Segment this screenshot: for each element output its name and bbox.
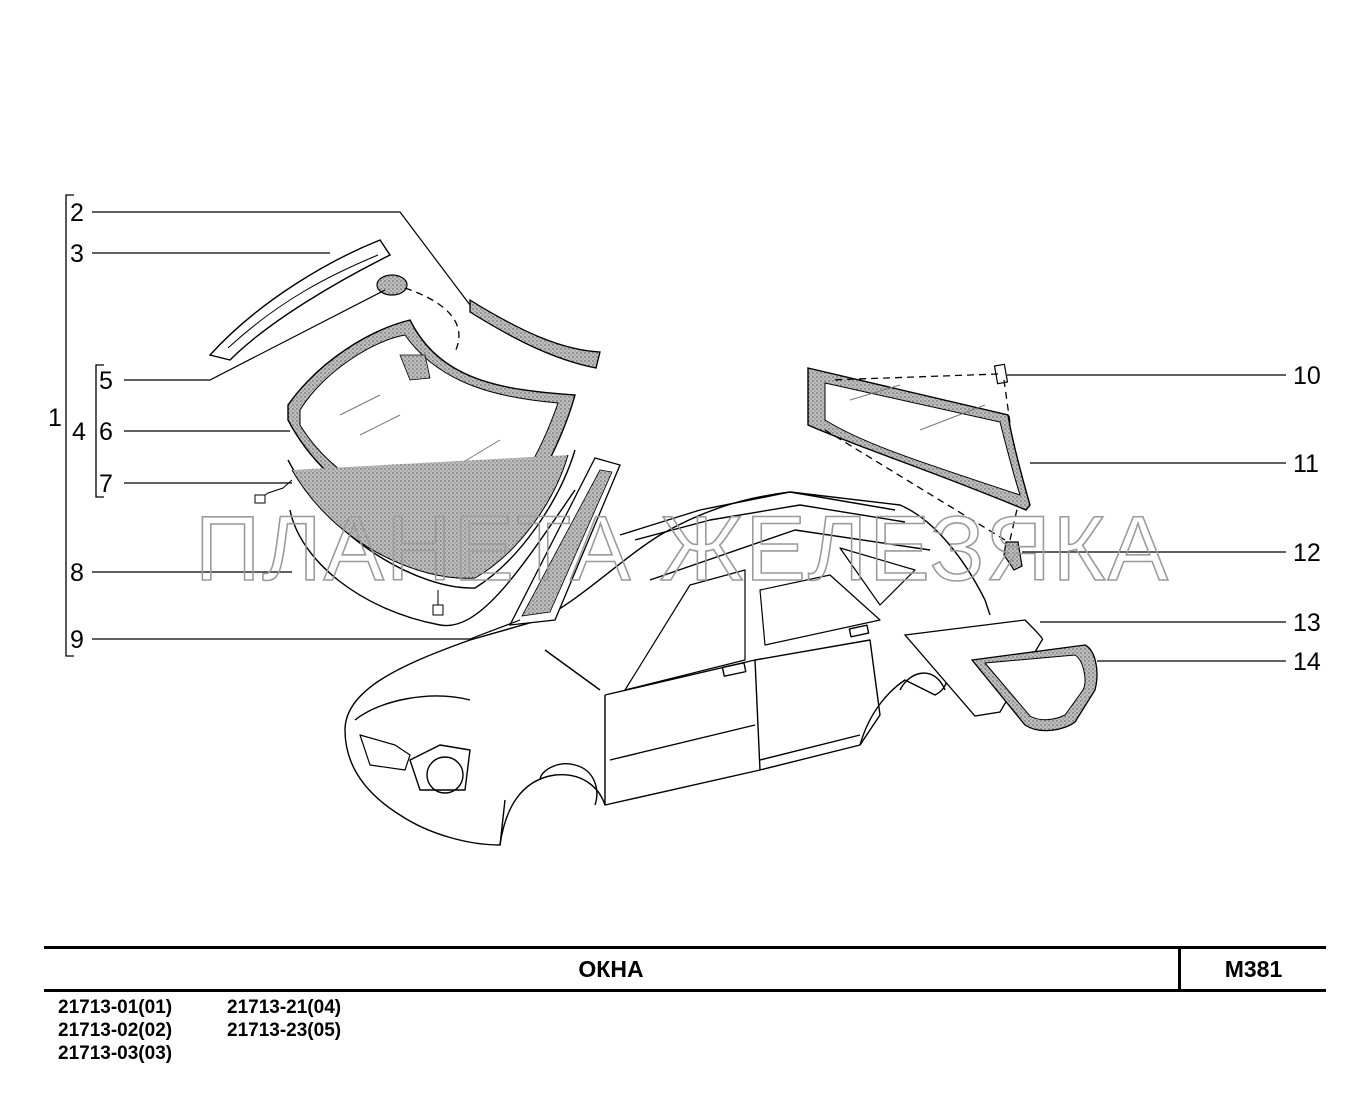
callout-2: 2: [70, 199, 84, 227]
pillar-trim: [508, 457, 621, 626]
car-body: [344, 491, 991, 846]
model-code: 21713-01(01): [58, 997, 173, 1018]
page-title: ОКНА: [578, 955, 644, 982]
roof-moulding: [208, 239, 392, 361]
model-code: 21713-23(05): [227, 1020, 342, 1041]
callout-13: 13: [1293, 609, 1321, 637]
upper-moulding-strip: [469, 298, 601, 369]
windshield-lower-seal: [289, 489, 576, 627]
callout-5: 5: [99, 367, 113, 395]
callout-9: 9: [70, 626, 84, 654]
callout-8: 8: [70, 559, 84, 587]
callout-4: 4: [72, 418, 86, 446]
leader-lines: [92, 211, 1286, 662]
callout-6: 6: [99, 418, 113, 446]
callout-12: 12: [1293, 539, 1321, 567]
callout-3: 3: [70, 240, 84, 268]
model-code: 21713-21(04): [227, 997, 342, 1018]
title-block: ОКНА М381: [44, 946, 1326, 992]
windows-diagram: 1 2 3 4 5 6 7 8 9 10 11 12 13 14 ПЛАНЕТА…: [48, 194, 1321, 846]
rear-window-glass: [807, 367, 1031, 511]
model-column-right: 21713-21(04) 21713-23(05): [227, 996, 341, 1042]
model-column-left: 21713-01(01) 21713-02(02) 21713-03(03): [58, 996, 172, 1065]
watermark: ПЛАНЕТА ЖЕЛЕЗЯКА: [195, 498, 1170, 600]
model-code: 21713-03(03): [58, 1043, 173, 1064]
windshield-seal: [287, 449, 576, 589]
group-brackets: [65, 194, 104, 657]
model-code: 21713-02(02): [58, 1020, 173, 1041]
rear-window-clip: [1003, 541, 1023, 571]
drawing-code: М381: [1224, 955, 1283, 982]
callout-10: 10: [1293, 362, 1321, 390]
callout-14: 14: [1293, 648, 1321, 676]
wire-connectors: [254, 479, 444, 616]
callout-1: 1: [48, 404, 62, 432]
callout-7: 7: [99, 470, 113, 498]
rear-window-retainer: [993, 363, 1009, 385]
title-divider: [1178, 949, 1181, 989]
quarter-window-glass: [970, 644, 1098, 732]
assembly-arrows: [404, 287, 1019, 541]
callout-11: 11: [1293, 450, 1319, 478]
